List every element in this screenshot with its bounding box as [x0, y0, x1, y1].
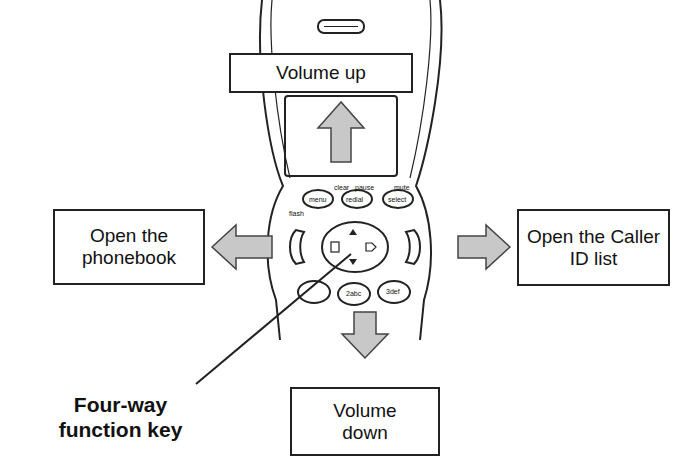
key-3	[378, 281, 410, 303]
button-label: 2abc	[346, 290, 361, 298]
button-label: select	[388, 196, 406, 204]
menu-button	[303, 190, 333, 208]
up-arrow	[318, 102, 364, 162]
label-box: Volume up	[229, 53, 413, 93]
redial-button	[342, 190, 372, 208]
button-label: pause	[355, 184, 374, 192]
button-label: clear	[334, 184, 349, 192]
down-arrow	[342, 312, 388, 358]
four-way-key	[322, 222, 388, 272]
right-arrow	[458, 225, 510, 269]
button-label: menu	[309, 196, 327, 204]
phone-rim-right	[410, 0, 431, 178]
key-down-mark	[349, 259, 357, 265]
earpiece	[318, 20, 364, 33]
earpiece-slot	[324, 26, 358, 27]
box-text: Volume up	[276, 62, 366, 84]
label-box: Volume down	[290, 387, 440, 456]
key-2	[338, 283, 370, 305]
key-up-mark	[349, 229, 357, 235]
callerid-icon	[366, 243, 376, 251]
label-box: Open the phonebook	[53, 209, 205, 285]
talk-button	[290, 230, 304, 264]
leader-line	[196, 254, 351, 384]
box-text: Open the phonebook	[69, 225, 189, 269]
box-text: Open the Caller ID list	[526, 226, 661, 270]
phone-body-right	[416, 0, 442, 340]
left-arrow	[212, 225, 272, 269]
phonebook-icon	[331, 242, 339, 252]
box-text: Volume down	[310, 400, 420, 444]
button-label: mute	[394, 184, 410, 192]
button-label: 3def	[386, 288, 400, 296]
end-button	[406, 230, 420, 264]
callout-label: Four-way function key	[33, 392, 208, 442]
button-label: redial	[346, 196, 363, 204]
screen	[285, 96, 397, 176]
label-box: Open the Caller ID list	[517, 209, 670, 286]
select-button	[383, 190, 413, 208]
button-label: flash	[289, 210, 304, 218]
